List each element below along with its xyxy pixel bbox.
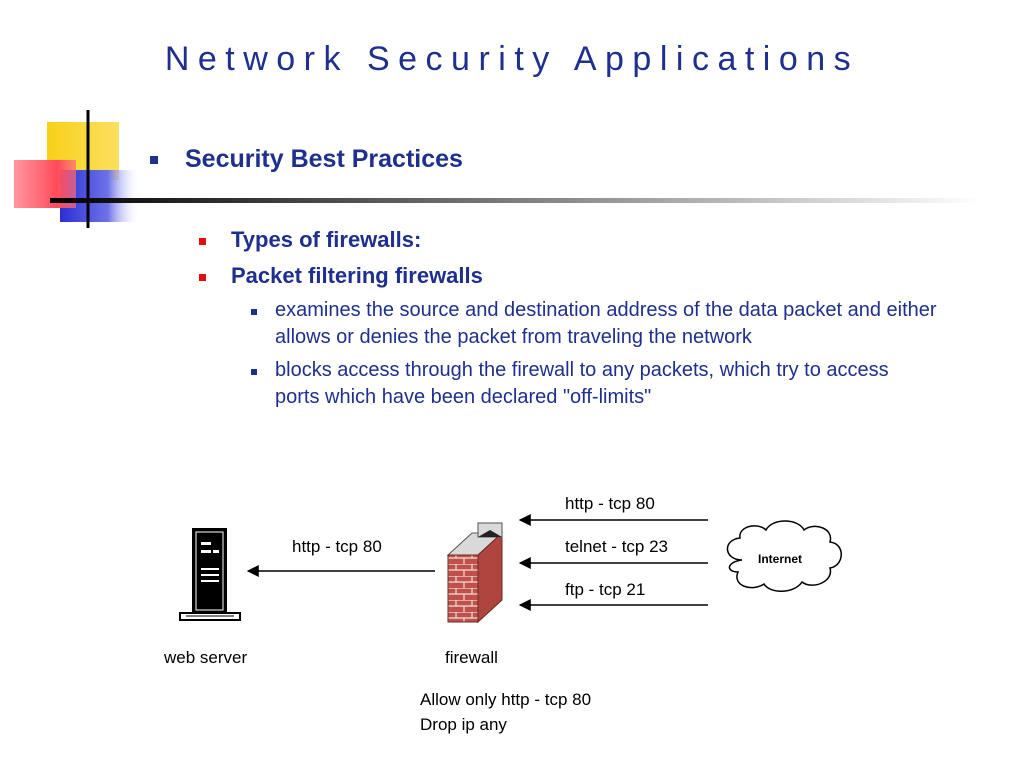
- subitem-bullet: [251, 369, 257, 375]
- policy-line-allow: Allow only http - tcp 80: [420, 690, 592, 709]
- firewall-diagram: [179, 514, 842, 624]
- internet-label: Internet: [758, 552, 803, 566]
- header-rule: [50, 198, 980, 203]
- rule-label-ftp: ftp - tcp 21: [565, 580, 646, 599]
- firewall-icon: [446, 522, 504, 624]
- firewall-label: firewall: [445, 648, 498, 667]
- slide-title: Network Security Applications: [164, 40, 860, 78]
- rule-label-http: http - tcp 80: [565, 494, 655, 513]
- decorative-corner-graphic: [14, 110, 980, 228]
- heading-bullet: [150, 156, 158, 164]
- subitem-bullet: [251, 309, 257, 315]
- policy-line-drop: Drop ip any: [420, 715, 507, 734]
- list-item: Types of firewalls:: [231, 227, 422, 252]
- internet-cloud-icon: [726, 520, 842, 592]
- list-item: Packet filtering firewalls: [231, 263, 483, 288]
- web-server-label: web server: [164, 648, 248, 667]
- item-bullet: [199, 238, 206, 245]
- server-icon: [179, 528, 241, 621]
- item-bullet: [199, 274, 206, 281]
- forwarded-rule-label: http - tcp 80: [292, 537, 382, 556]
- section-heading: Security Best Practices: [185, 145, 463, 173]
- rule-label-telnet: telnet - tcp 23: [565, 537, 669, 556]
- subitem-text: examines the source and destination addr…: [275, 299, 937, 348]
- subitem-text: blocks access through the firewall to an…: [275, 359, 889, 408]
